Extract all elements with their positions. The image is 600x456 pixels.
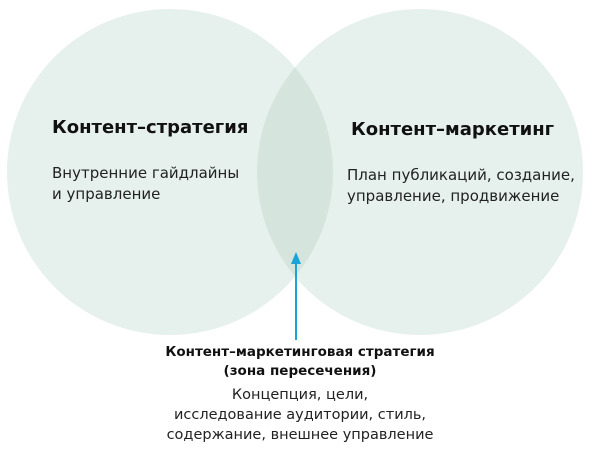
intersection-desc-line: Концепция, цели,: [231, 387, 369, 403]
right-circle: [257, 9, 583, 335]
intersection-title-line: (зона пересечения): [223, 363, 377, 379]
left-circle-description: Внутренние гайдлайны и управление: [52, 163, 239, 205]
intersection-desc-line: содержание, внешнее управление: [166, 427, 434, 443]
left-circle: [7, 9, 333, 335]
left-circle-title: Контент–стратегия: [52, 117, 249, 138]
right-circle-title: Контент–маркетинг: [351, 119, 555, 140]
left-desc-line: Внутренние гайдлайны: [52, 164, 240, 182]
right-desc-line: План публикаций, создание,: [347, 166, 575, 184]
intersection-title-line: Контент–маркетинговая стратегия: [165, 344, 435, 360]
right-circle-description: План публикаций, создание, управление, п…: [347, 165, 575, 207]
pointer-arrow-head: [291, 252, 301, 264]
intersection-title: Контент–маркетинговая стратегия (зона пе…: [150, 343, 450, 381]
left-desc-line: и управление: [52, 185, 161, 203]
intersection-desc-line: исследование аудитории, стиль,: [173, 407, 427, 423]
right-desc-line: управление, продвижение: [347, 187, 560, 205]
intersection-description: Концепция, цели, исследование аудитории,…: [130, 385, 470, 445]
